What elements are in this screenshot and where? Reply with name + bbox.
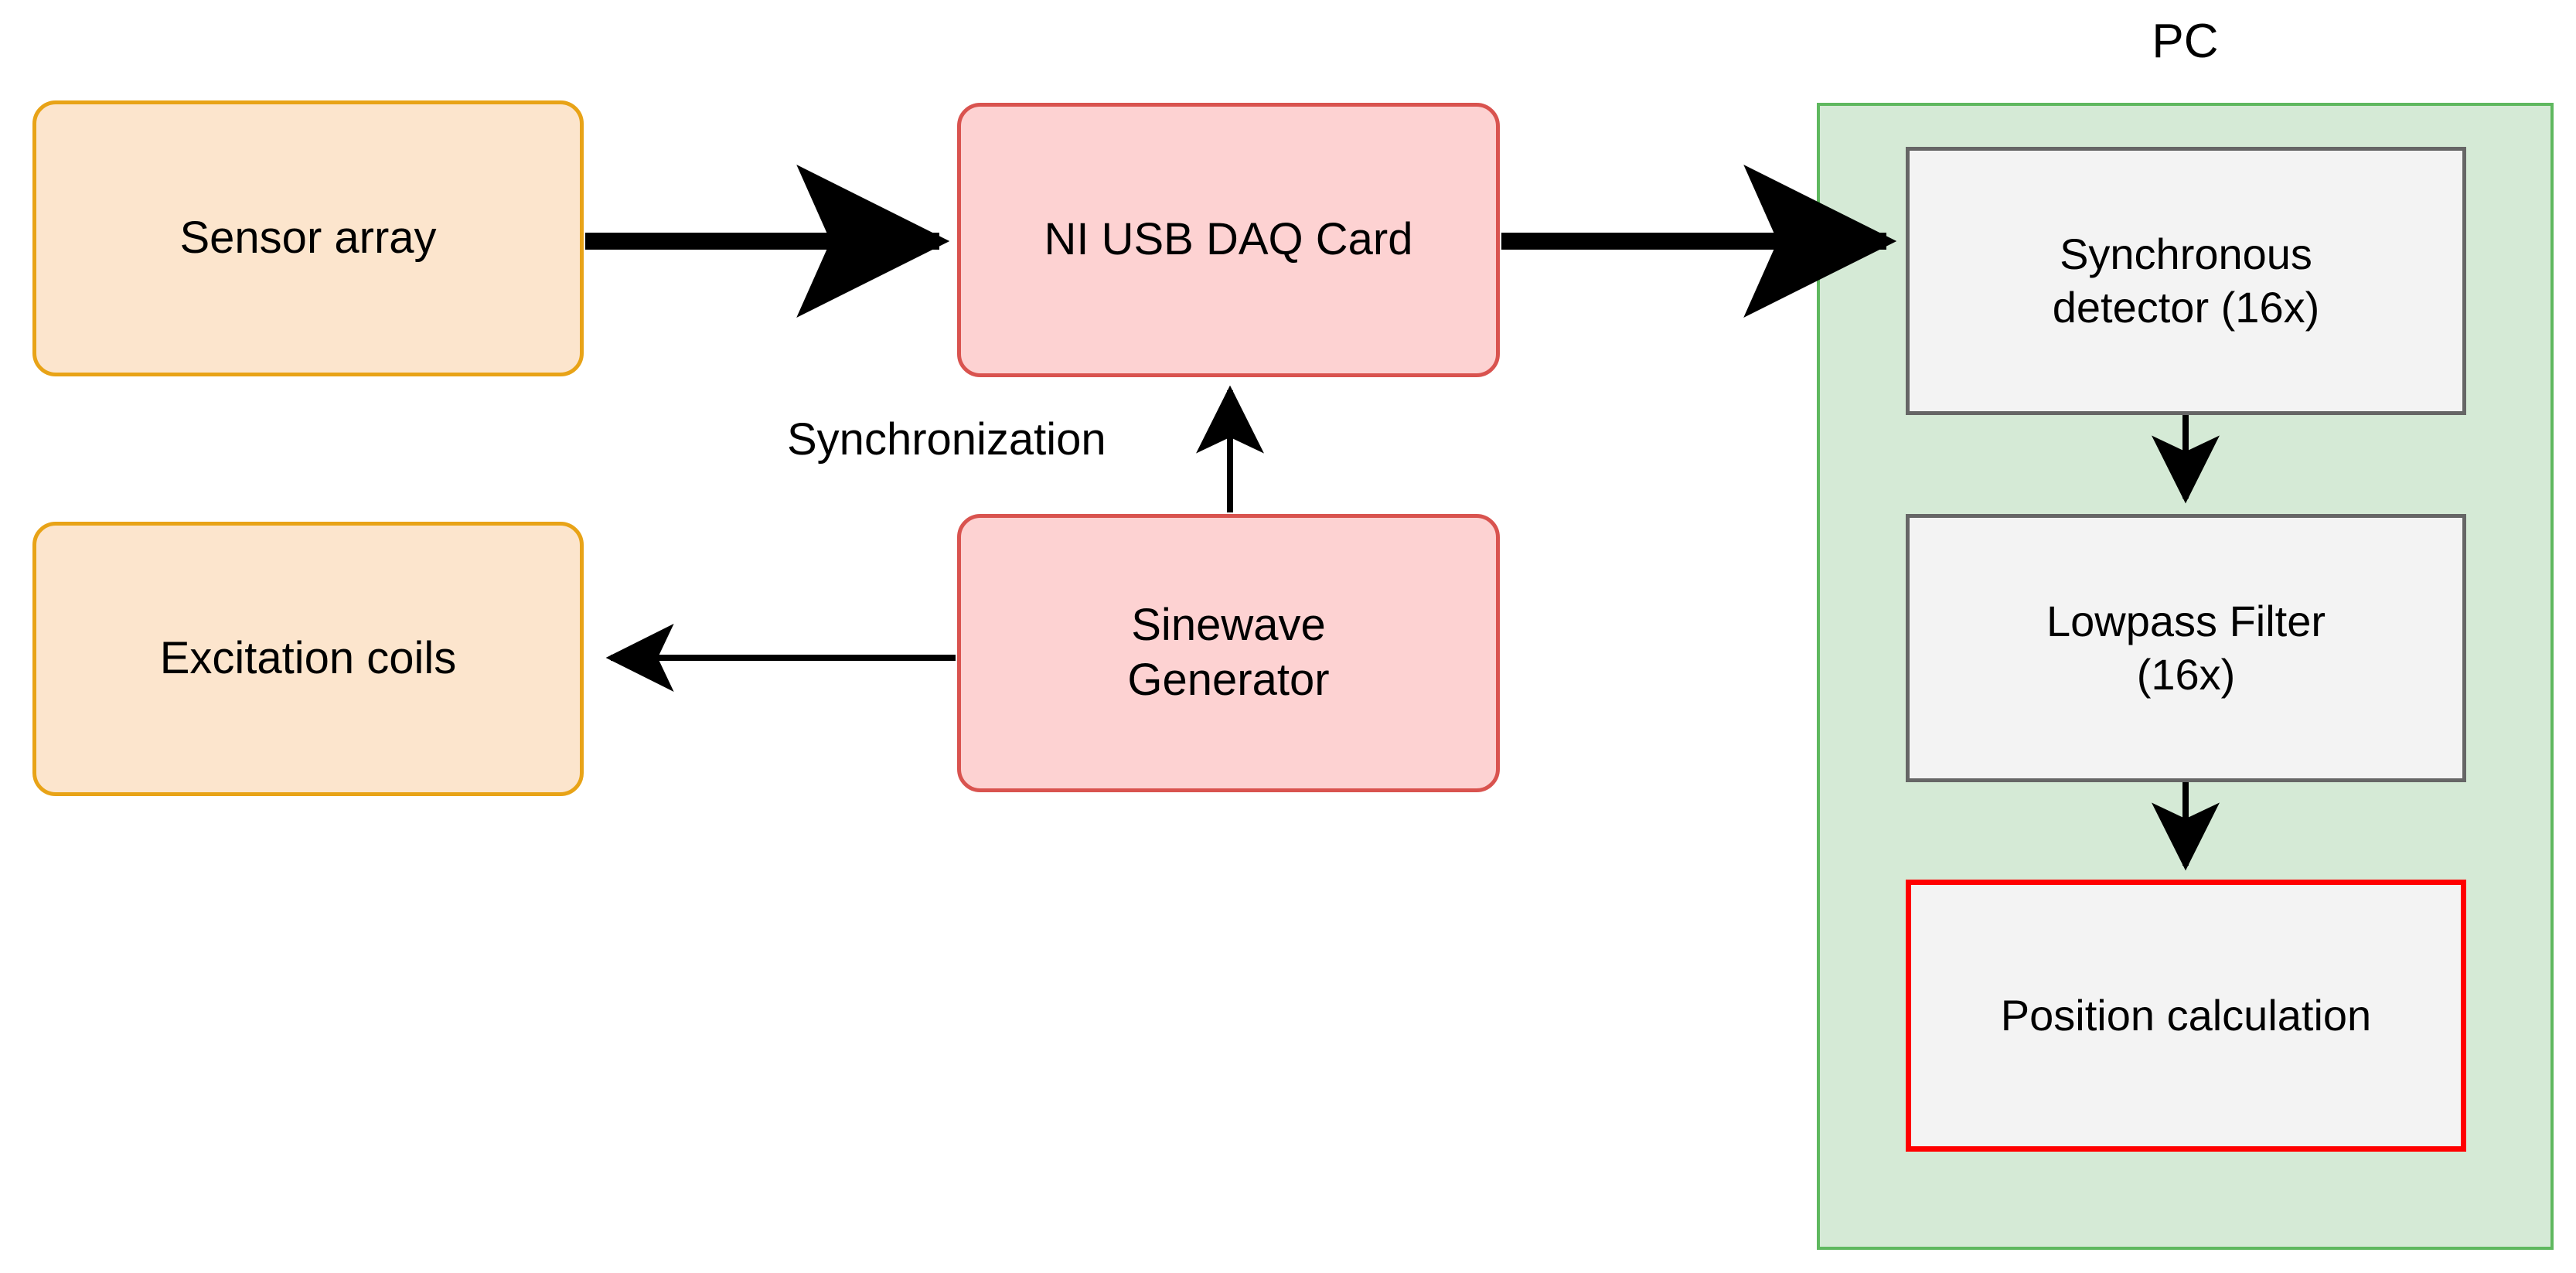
node-synchronous-detector-label: Synchronous detector (16x) (2052, 230, 2320, 332)
node-sinewave-generator[interactable]: Sinewave Generator (957, 514, 1500, 792)
node-sinewave-generator-label: Sinewave Generator (1127, 600, 1330, 705)
node-position-calculation[interactable]: Position calculation (1906, 880, 2466, 1152)
node-excitation-coils[interactable]: Excitation coils (32, 522, 584, 796)
node-daq-card[interactable]: NI USB DAQ Card (957, 103, 1500, 377)
node-daq-card-label: NI USB DAQ Card (1044, 214, 1413, 265)
node-excitation-coils-label: Excitation coils (159, 633, 457, 684)
node-sensor-array-label: Sensor array (179, 213, 437, 264)
edge-label-synchronization: Synchronization (787, 414, 1106, 465)
node-lowpass-filter-label: Lowpass Filter (16x) (2046, 597, 2326, 699)
group-pc-label: PC (2152, 15, 2219, 68)
node-lowpass-filter[interactable]: Lowpass Filter (16x) (1906, 514, 2466, 782)
node-synchronous-detector[interactable]: Synchronous detector (16x) (1906, 147, 2466, 415)
node-position-calculation-label: Position calculation (2000, 990, 2372, 1040)
node-sensor-array[interactable]: Sensor array (32, 100, 584, 376)
